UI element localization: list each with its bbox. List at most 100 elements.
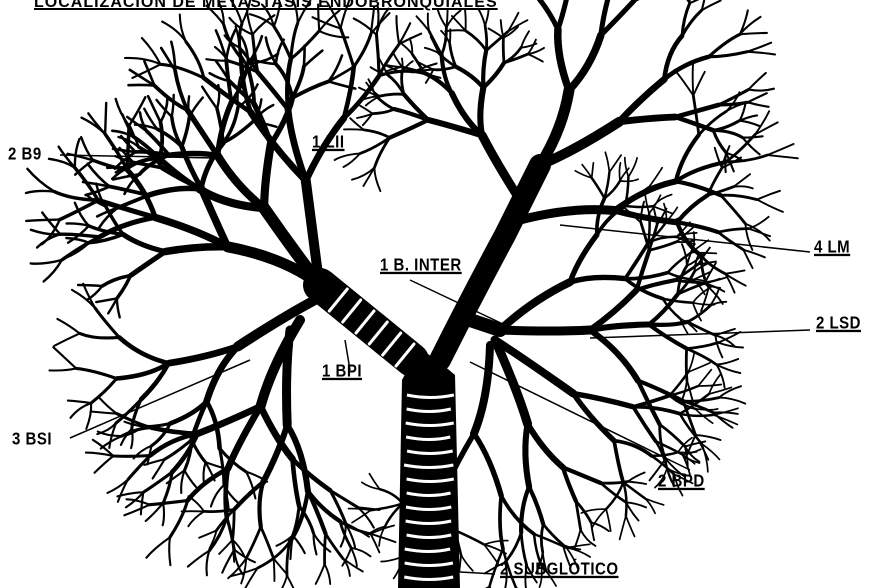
bronchus-segment <box>485 26 487 51</box>
bronchus-segment <box>567 544 590 547</box>
bronchus-segment <box>718 229 749 233</box>
bronchus-segment <box>206 551 209 575</box>
bronchus-segment <box>693 72 705 96</box>
bronchus-segment <box>57 319 79 334</box>
bronchus-segment <box>757 191 780 200</box>
bronchus-segment <box>606 509 611 531</box>
bronchus-segment <box>119 337 169 363</box>
bronchus-segment <box>592 178 605 198</box>
bronchus-segment <box>693 96 699 135</box>
bronchus-segment <box>96 298 117 302</box>
bronchus-segment <box>649 213 650 242</box>
bronchus-segment <box>72 290 95 308</box>
bronchus-segment <box>60 234 100 237</box>
bronchus-segment <box>698 370 711 386</box>
bronchus-segment <box>204 510 234 512</box>
bronchus-segment <box>749 217 769 229</box>
bronchus-segment <box>675 70 694 96</box>
bronchus-segment <box>757 200 783 212</box>
bronchus-segment <box>26 191 55 193</box>
bronchus-segment <box>653 206 657 225</box>
bronchus-segment <box>465 10 466 30</box>
bronchus-segment <box>350 118 364 130</box>
bronchus-segment <box>649 242 676 251</box>
bronchus-segment <box>68 401 91 404</box>
bronchus-segment <box>693 64 694 95</box>
bronchus-segment <box>80 333 120 338</box>
bronchus-segment <box>474 434 501 496</box>
bronchus-segment <box>247 9 253 34</box>
bronchus-segment <box>692 252 717 253</box>
bronchus-segment <box>246 527 261 559</box>
bronchus-segment <box>484 541 508 545</box>
bronchus-segment <box>54 333 80 346</box>
bronchus-segment <box>131 252 166 276</box>
bronchus-segment <box>274 558 288 574</box>
bronchus-segment <box>482 135 520 200</box>
bronchus-segment <box>343 558 363 571</box>
bronchus-segment <box>53 347 76 368</box>
bronchus-segment <box>570 277 625 282</box>
bronchus-segment <box>261 527 274 559</box>
bronchus-segment <box>747 52 775 55</box>
bronchus-segment <box>628 482 646 485</box>
bronchus-segment <box>148 188 199 195</box>
bronchus-segment <box>485 10 488 25</box>
bronchus-segment <box>113 456 150 457</box>
bronchus-segment <box>628 473 645 482</box>
bronchus-segment <box>189 98 202 117</box>
bronchus-segment <box>351 548 357 566</box>
bronchus-segment <box>677 195 708 222</box>
bronchus-segment <box>99 397 117 413</box>
bronchus-segment <box>233 510 235 540</box>
right-lower-bronchus <box>470 320 500 330</box>
bronchus-segment <box>687 349 717 365</box>
bronchus-segment <box>675 117 713 130</box>
bronchus-segment <box>528 424 563 468</box>
bronchus-segment <box>534 534 567 548</box>
bronchus-segment <box>98 432 122 437</box>
bronchus-segment <box>185 470 197 487</box>
bronchus-segment <box>78 285 102 286</box>
bronchus-segment <box>50 368 77 370</box>
bronchus-segment <box>466 31 487 51</box>
bronchus-segment <box>163 503 164 525</box>
bronchus-segment <box>27 169 54 192</box>
label-b9: 2 B9 <box>8 146 42 163</box>
bronchus-segment <box>767 155 798 158</box>
bronchus-segment <box>521 31 529 47</box>
bronchus-segment <box>626 516 635 537</box>
bronchus-segment <box>304 51 323 67</box>
bronchus-segment <box>188 496 204 511</box>
bronchus-segment <box>569 35 601 90</box>
bronchus-segment <box>91 379 116 404</box>
bronchus-segment <box>678 452 697 453</box>
bronchus-segment <box>100 217 156 237</box>
leader-subglotico <box>460 572 495 574</box>
bronchus-segment <box>146 537 170 557</box>
label-lsd: 2 LSD <box>816 315 861 332</box>
bronchus-segment <box>203 462 205 483</box>
bronchus-segment <box>341 0 351 28</box>
bronchus-segment <box>734 186 753 188</box>
bronchus-segment <box>150 501 188 505</box>
bronchus-segment <box>734 174 751 187</box>
label-bpi: 1 BPI <box>322 363 362 380</box>
bronchus-segment <box>325 534 326 565</box>
trachea <box>398 352 460 588</box>
bronchus-segment <box>749 73 766 90</box>
bronchus-segment <box>725 270 744 273</box>
bronchus-segment <box>575 530 581 548</box>
bronchus-segment <box>445 30 465 31</box>
bronchus-segment <box>31 260 62 264</box>
bronchus-segment <box>264 144 271 208</box>
bronchus-segment <box>71 403 92 418</box>
leader-lsd <box>590 330 810 338</box>
bronchus-segment <box>748 102 769 107</box>
label-binter: 1 B. INTER <box>380 257 462 274</box>
bronchus-segment <box>719 398 745 404</box>
bronchus-segment <box>223 121 253 143</box>
bronchus-segment <box>767 144 793 155</box>
bronchus-segment <box>500 330 590 331</box>
